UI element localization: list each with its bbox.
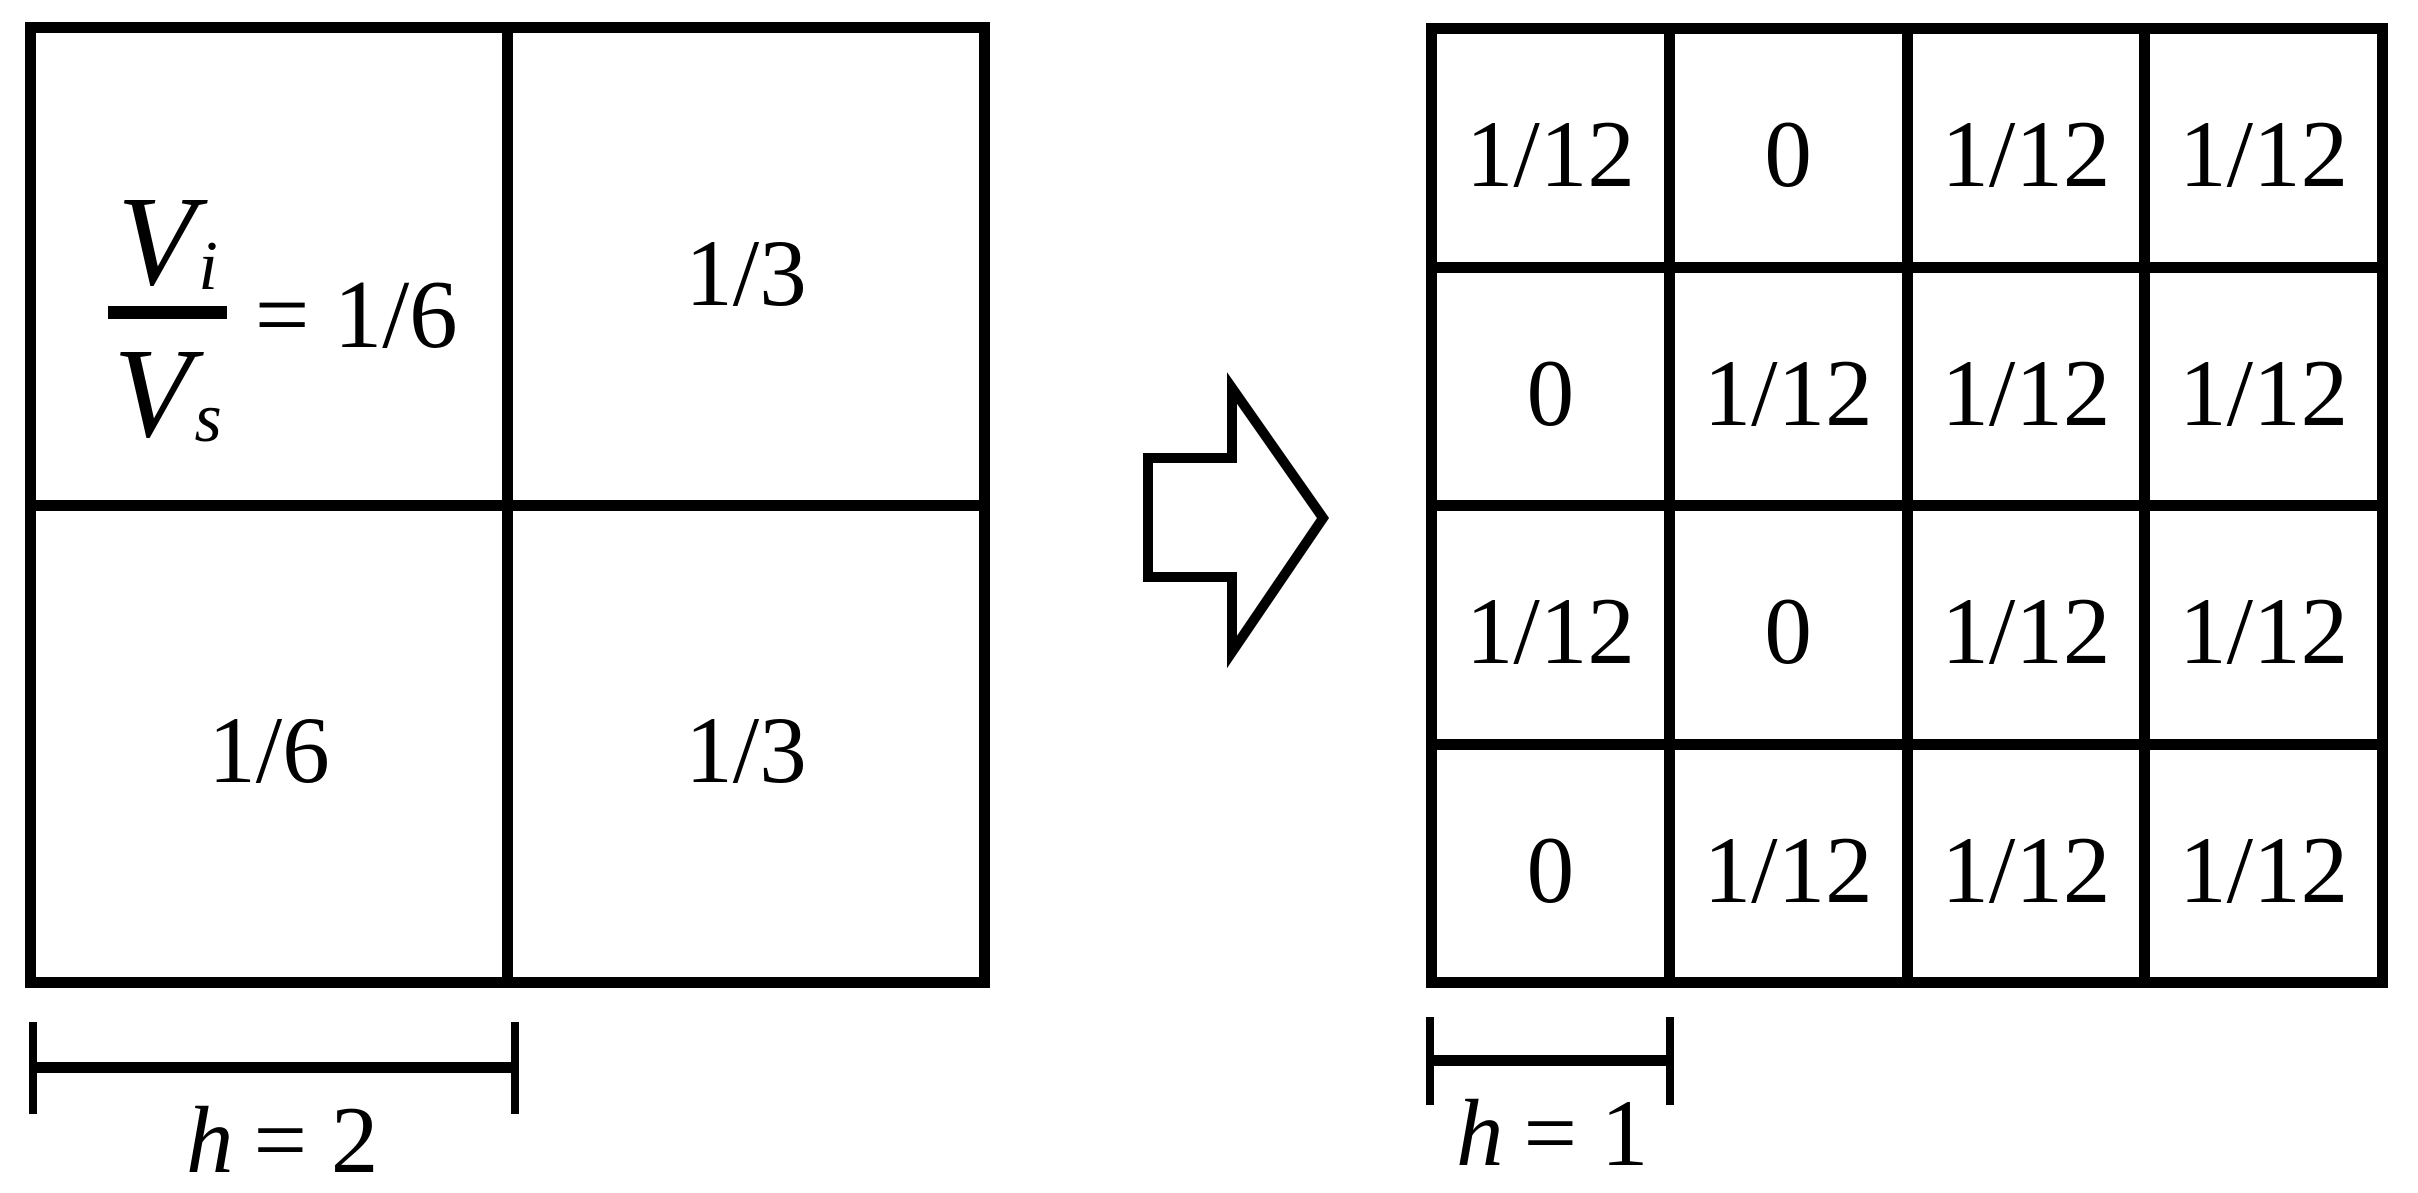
cell-value: 1/12 [1941, 101, 2111, 208]
h-variable: h [1456, 1080, 1504, 1186]
fine-cell-0-3: 1/12 [2150, 34, 2377, 262]
cell-value: 1/12 [1941, 578, 2111, 685]
fine-cell-2-3: 1/12 [2150, 511, 2377, 739]
fine-cell-3-3: 1/12 [2150, 749, 2377, 977]
fine-cell-2-2: 1/12 [1912, 511, 2140, 739]
bracket-line [1426, 1055, 1674, 1066]
fraction-bar [108, 305, 227, 319]
coarse-cell-bottom-left: 1/6 [36, 510, 502, 977]
cell-value: 1/12 [1941, 339, 2111, 446]
cell-value: 1/12 [1465, 101, 1635, 208]
coarse-scale-label: h= 2 [186, 1093, 378, 1188]
coarse-cell-top-right: 1/3 [513, 33, 979, 500]
fine-cell-1-3: 1/12 [2150, 272, 2377, 500]
fine-cell-2-0: 1/12 [1437, 511, 1664, 739]
fine-cell-1-2: 1/12 [1912, 272, 2140, 500]
numerator-base: V [117, 170, 196, 313]
fine-cell-3-2: 1/12 [1912, 749, 2140, 977]
h-variable: h [186, 1087, 234, 1193]
coarse-cell-bottom-right: 1/3 [513, 510, 979, 977]
fine-cell-1-0: 0 [1437, 272, 1664, 500]
fine-grid: 1/12 0 1/12 1/12 0 1/12 1/12 1/12 1/12 0… [1426, 23, 2388, 988]
fine-cell-0-1: 0 [1674, 34, 1902, 262]
fine-cell-0-0: 1/12 [1437, 34, 1664, 262]
fine-cell-3-1: 1/12 [1674, 749, 1902, 977]
cell-value: 1/12 [1465, 578, 1635, 685]
cell-value: 0 [1526, 816, 1575, 923]
h-value: = 1 [1523, 1080, 1649, 1186]
denominator-base: V [113, 321, 192, 464]
cell-value: 1/3 [685, 697, 807, 804]
cell-value: 1/3 [685, 219, 807, 326]
fine-cell-0-2: 1/12 [1912, 34, 2140, 262]
cell-value: 1/12 [1703, 816, 1873, 923]
cell-value: 1/12 [2179, 101, 2349, 208]
cell-value: 1/12 [2179, 578, 2349, 685]
cell-value: 1/12 [1941, 816, 2111, 923]
numerator-subscript: i [198, 228, 218, 306]
fine-cell-3-0: 0 [1437, 749, 1664, 977]
fine-scale-label: h= 1 [1456, 1086, 1648, 1181]
cell-value: 1/12 [1703, 339, 1873, 446]
block-arrow-right-icon [1143, 372, 1330, 669]
cell-value: 1/12 [2179, 816, 2349, 923]
cell-value: 0 [1526, 339, 1575, 446]
denominator-subscript: s [194, 379, 222, 457]
fine-cell-2-1: 0 [1674, 511, 1902, 739]
cell-value: 1/6 [208, 697, 330, 804]
cell-value: 1/12 [2179, 339, 2349, 446]
equation-rhs: = 1/6 [254, 260, 458, 368]
h-value: = 2 [253, 1087, 379, 1193]
fine-cell-1-1: 1/12 [1674, 272, 1902, 500]
cell-value: 0 [1764, 578, 1812, 685]
bracket-line [29, 1062, 519, 1073]
cell-value: 0 [1764, 101, 1812, 208]
